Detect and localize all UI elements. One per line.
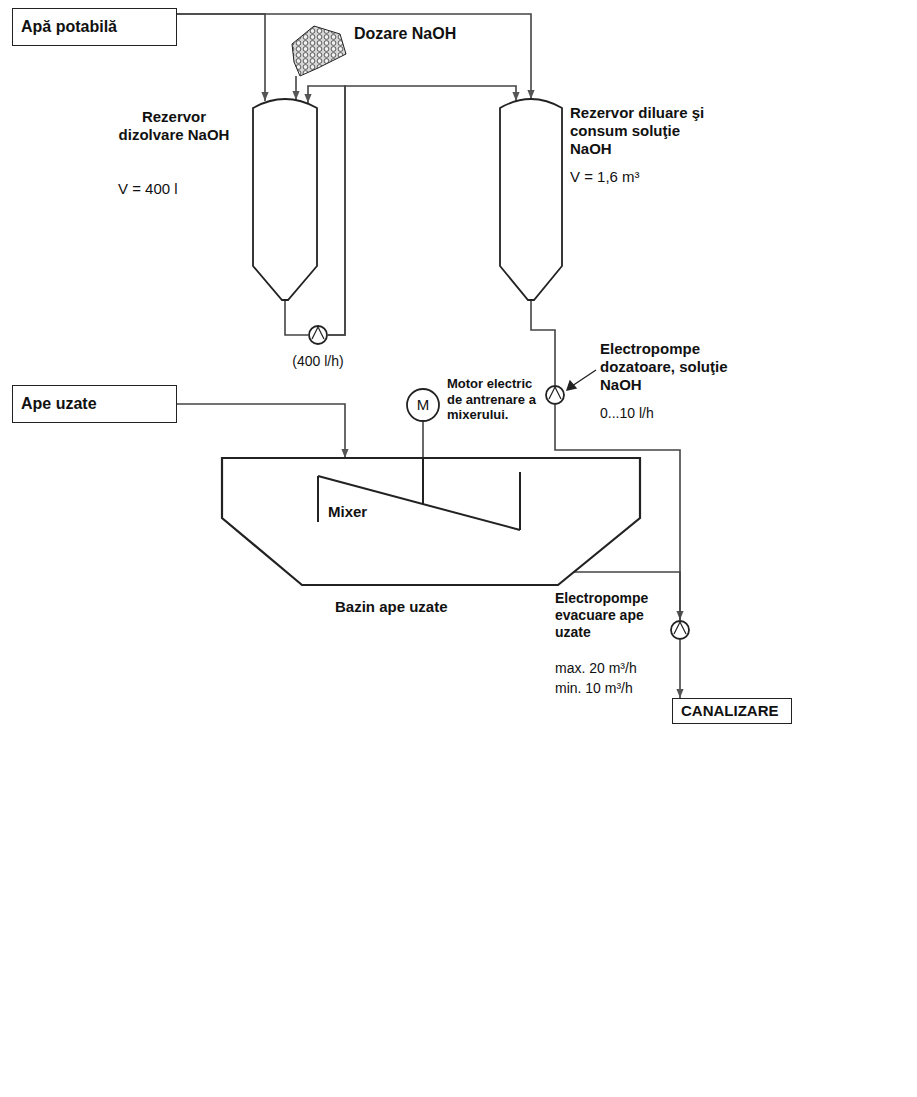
- node-label: Rezervor diluare şi consum soluţie NaOH: [570, 104, 712, 158]
- dosing-hopper: Dozare NaOH: [288, 22, 478, 76]
- source-box: Ape uzate: [12, 385, 177, 423]
- pipe-connector: [177, 14, 265, 101]
- node-label: Apă potabilă: [21, 17, 117, 36]
- pipe-connector: [295, 76, 297, 100]
- source-box: Apă potabilă: [12, 8, 177, 46]
- mixer-blade: [318, 476, 520, 530]
- outlet-box: CANALIZARE: [672, 698, 792, 724]
- pump-circle: [309, 326, 327, 344]
- node-label: M: [406, 396, 440, 414]
- tank: Rezervor diluare şi consum soluţie NaOHV…: [500, 98, 562, 300]
- basin-outline: [222, 458, 640, 586]
- pipe-connector: [328, 86, 516, 335]
- leader-line: [572, 370, 596, 386]
- tank-outline: [500, 98, 562, 300]
- node-label: Electropompe evacuare ape uzate: [555, 590, 667, 640]
- pump-mark: [549, 387, 561, 399]
- node-label: Electropompe dozatoare, soluţie NaOH: [600, 340, 730, 394]
- pump-outline: [308, 325, 328, 345]
- pump-circle: [546, 386, 564, 404]
- pipe-connector: [679, 640, 681, 698]
- node-label: Dozare NaOH: [354, 24, 474, 43]
- pipe-connector: [531, 300, 555, 385]
- basin-outline: [222, 458, 640, 585]
- pump-outline: [670, 620, 690, 640]
- node-label: min. 10 m³/h: [555, 680, 667, 697]
- node-label: 0...10 l/h: [600, 405, 730, 422]
- pipe-connector: [422, 422, 424, 458]
- node-label: Bazin ape uzate: [335, 598, 505, 616]
- dosing-pump-outline: [545, 385, 565, 405]
- pipe-connector: [285, 300, 308, 335]
- pipe-connector: [555, 405, 680, 620]
- leader-arrowhead: [567, 381, 576, 390]
- tank-outline: [253, 99, 317, 300]
- basin: Bazin ape uzate: [222, 458, 640, 586]
- node-label: max. 20 m³/h: [555, 660, 667, 677]
- tank-outline: [253, 98, 317, 300]
- node-label: CANALIZARE: [681, 702, 779, 720]
- mixer-shaft: [422, 458, 424, 504]
- pump-mark: [674, 622, 686, 634]
- node-label: Motor electric de antrenare a mixerului.: [447, 376, 545, 423]
- motor-circle: [407, 389, 439, 421]
- node-label: Ape uzate: [21, 394, 97, 413]
- tank-outline: [500, 99, 562, 300]
- pump-circle: [671, 621, 689, 639]
- pump: Electropompe evacuare ape uzatemax. 20 m…: [670, 620, 690, 640]
- tank: Rezervor dizolvare NaOHV = 400 l: [253, 98, 317, 300]
- part-label: Mixer: [328, 503, 367, 521]
- node-label: (400 l/h): [278, 353, 358, 370]
- mixer-blade: [519, 472, 521, 530]
- node-label: Rezervor dizolvare NaOH: [108, 108, 240, 144]
- motor-symbol: MMotor electric de antrenare a mixerului…: [406, 388, 440, 422]
- dosing-pump: Electropompe dozatoare, soluţie NaOH0...…: [545, 385, 565, 405]
- node-label: V = 400 l: [118, 180, 238, 198]
- pump-mark: [312, 327, 324, 339]
- pump: (400 l/h): [308, 325, 328, 345]
- node-label: V = 1,6 m³: [570, 168, 712, 186]
- pipe-connector: [177, 404, 345, 458]
- granule-pile: [292, 26, 346, 76]
- mixer-blade: [317, 476, 319, 522]
